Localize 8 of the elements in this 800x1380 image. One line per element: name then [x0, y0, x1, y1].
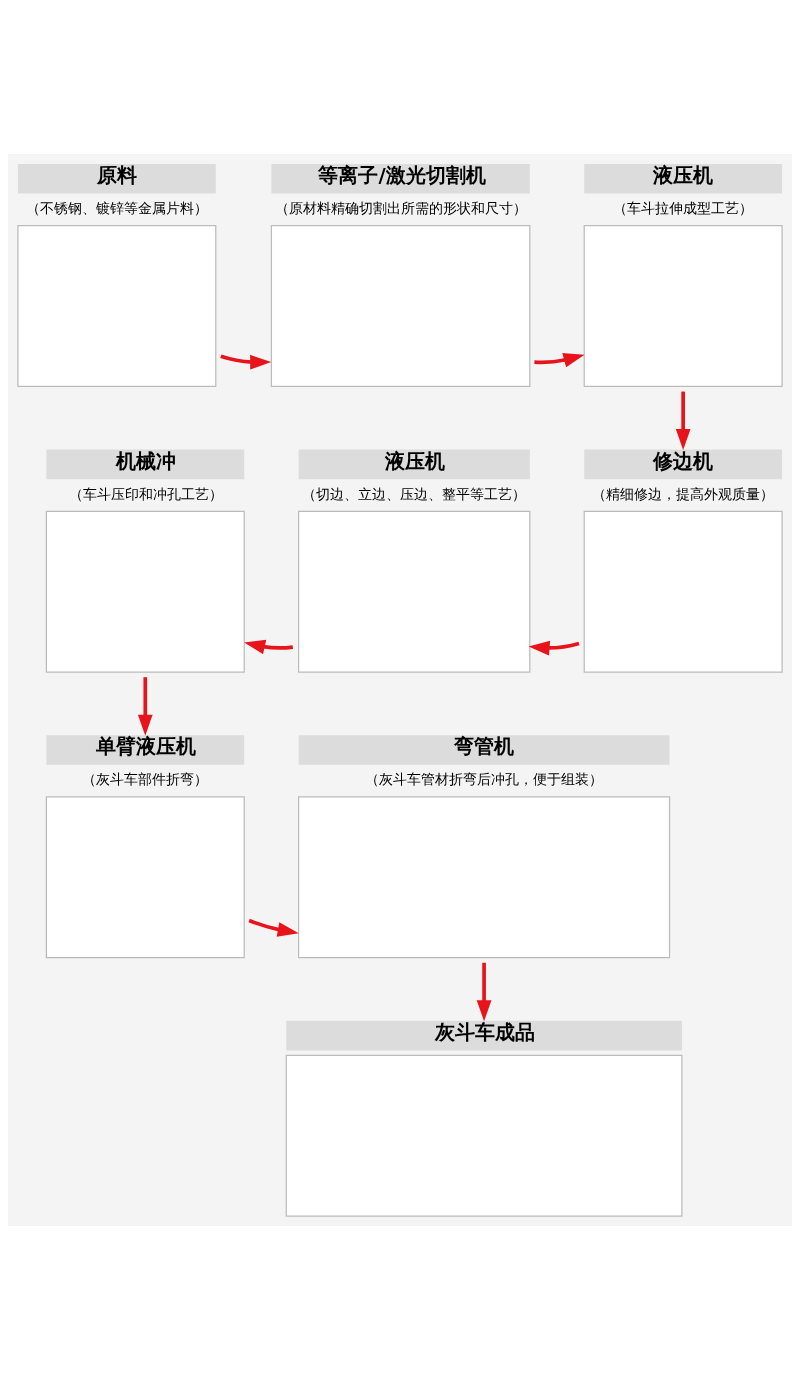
arrow [220, 354, 272, 370]
arrow [248, 918, 299, 937]
arrow [244, 639, 294, 655]
arrow [534, 353, 585, 368]
arrow [476, 962, 492, 1022]
arrow [675, 391, 691, 451]
arrow [528, 640, 580, 656]
arrow [137, 677, 153, 736]
